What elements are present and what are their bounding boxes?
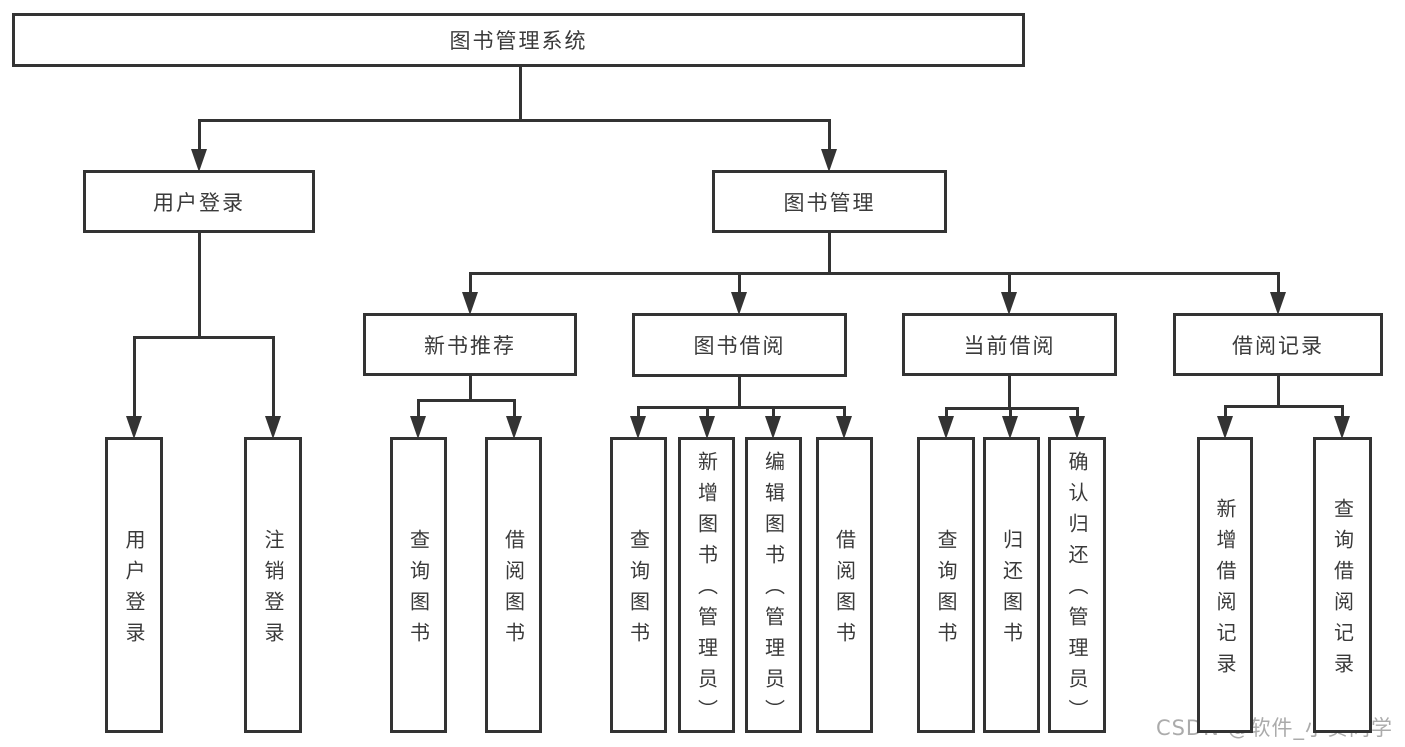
connector-book-borrowing-drop [842,406,846,417]
node-current-borrowing-label: 当前借阅 [963,333,1056,358]
arrow-down-icon [1001,292,1017,315]
leaf-add-borrow-record-label: 新增借阅记录 [1213,497,1237,684]
connector-root-stem [518,67,522,122]
leaf-user-login: 用户登录 [105,437,163,733]
connector-book-management-drop [737,272,741,293]
connector-book-borrowing-drop [636,406,640,417]
arrow-down-icon [630,416,646,439]
connector-book-management-drop [1276,272,1280,293]
arrow-down-icon [126,416,142,439]
connector-root-bus [197,119,831,122]
leaf-borrow-books-borrow: 借阅图书 [816,437,873,733]
node-new-book-recommendation-label: 新书推荐 [424,333,516,358]
arrow-down-icon [265,416,281,439]
connector-current-borrowing-bus [944,407,1079,410]
arrow-down-icon [462,292,478,315]
connector-current-borrowing-drop [944,407,948,417]
node-borrowing-records: 借阅记录 [1173,313,1383,376]
connector-book-borrowing-drop [705,406,709,417]
leaf-logout-login-label: 注销登录 [261,528,285,653]
connector-current-borrowing-drop [1008,407,1012,417]
leaf-query-books-recommend: 查询图书 [390,437,447,733]
arrow-down-icon [1270,292,1286,315]
connector-book-borrowing-bus [636,406,846,409]
leaf-borrow-books-borrow-label: 借阅图书 [832,528,857,653]
node-book-borrowing: 图书借阅 [632,313,847,377]
leaf-borrow-books-recommend-label: 借阅图书 [501,528,526,653]
node-book-management-label: 图书管理 [783,190,876,215]
leaf-query-books-current-label: 查询图书 [934,528,958,653]
connector-new-book-drop [416,399,420,417]
leaf-return-books: 归还图书 [983,437,1040,733]
connector-new-book-drop [512,399,516,417]
connector-book-borrowing-drop [771,406,775,417]
connector-new-book-stem [468,376,472,402]
arrow-down-icon [938,416,954,439]
connector-book-management-drop [1007,272,1011,293]
connector-root-drop [197,119,201,150]
arrow-down-icon [1069,416,1085,439]
leaf-add-borrow-record: 新增借阅记录 [1197,437,1253,733]
leaf-add-books-admin: 新增图书（管理员） [678,437,735,733]
connector-book-management-bus [468,272,1280,275]
arrow-down-icon [731,292,747,315]
leaf-query-books-recommend-label: 查询图书 [406,528,431,653]
connector-user-login-stem [197,233,201,339]
connector-book-management-stem [827,233,831,275]
leaf-edit-books-admin-label: 编辑图书（管理员） [761,451,786,730]
arrow-down-icon [1334,416,1350,439]
leaf-query-books-current: 查询图书 [917,437,975,733]
arrow-down-icon [1217,416,1233,439]
leaf-query-books-borrow: 查询图书 [610,437,667,733]
leaf-confirm-return-admin-label: 确认归还（管理员） [1065,451,1089,730]
arrow-down-icon [699,416,715,439]
connector-user-login-bus [132,336,275,339]
node-book-management: 图书管理 [712,170,947,233]
connector-current-borrowing-drop [1075,407,1079,417]
connector-current-borrowing-stem [1007,376,1011,410]
connector-user-login-drop [132,336,136,417]
leaf-confirm-return-admin: 确认归还（管理员） [1048,437,1106,733]
arrow-down-icon [410,416,426,439]
connector-borrowing-records-drop [1340,405,1344,417]
arrow-down-icon [506,416,522,439]
arrow-down-icon [836,416,852,439]
node-library-management-system: 图书管理系统 [12,13,1025,67]
leaf-logout-login: 注销登录 [244,437,302,733]
connector-book-borrowing-stem [737,377,741,409]
node-user-login: 用户登录 [83,170,315,233]
arrow-down-icon [1002,416,1018,439]
connector-user-login-drop [271,336,275,417]
connector-new-book-bus [416,399,516,402]
leaf-query-borrow-record-label: 查询借阅记录 [1330,497,1355,684]
leaf-user-login-label: 用户登录 [122,528,146,653]
connector-borrowing-records-bus [1223,405,1344,408]
node-library-management-system-label: 图书管理系统 [449,29,588,53]
node-user-login-label: 用户登录 [153,190,245,215]
arrow-down-icon [821,149,837,172]
node-book-borrowing-label: 图书借阅 [693,334,786,358]
node-current-borrowing: 当前借阅 [902,313,1117,376]
connector-borrowing-records-drop [1223,405,1227,417]
leaf-query-books-borrow-label: 查询图书 [626,528,651,653]
node-borrowing-records-label: 借阅记录 [1232,333,1324,358]
arrow-down-icon [191,149,207,172]
leaf-borrow-books-recommend: 借阅图书 [485,437,542,733]
leaf-edit-books-admin: 编辑图书（管理员） [745,437,802,733]
leaf-query-borrow-record: 查询借阅记录 [1313,437,1372,733]
leaf-add-books-admin-label: 新增图书（管理员） [694,451,719,730]
connector-borrowing-records-stem [1276,376,1280,408]
leaf-return-books-label: 归还图书 [999,528,1024,653]
node-new-book-recommendation: 新书推荐 [363,313,577,376]
arrow-down-icon [765,416,781,439]
connector-root-drop [827,119,831,150]
connector-book-management-drop [468,272,472,293]
